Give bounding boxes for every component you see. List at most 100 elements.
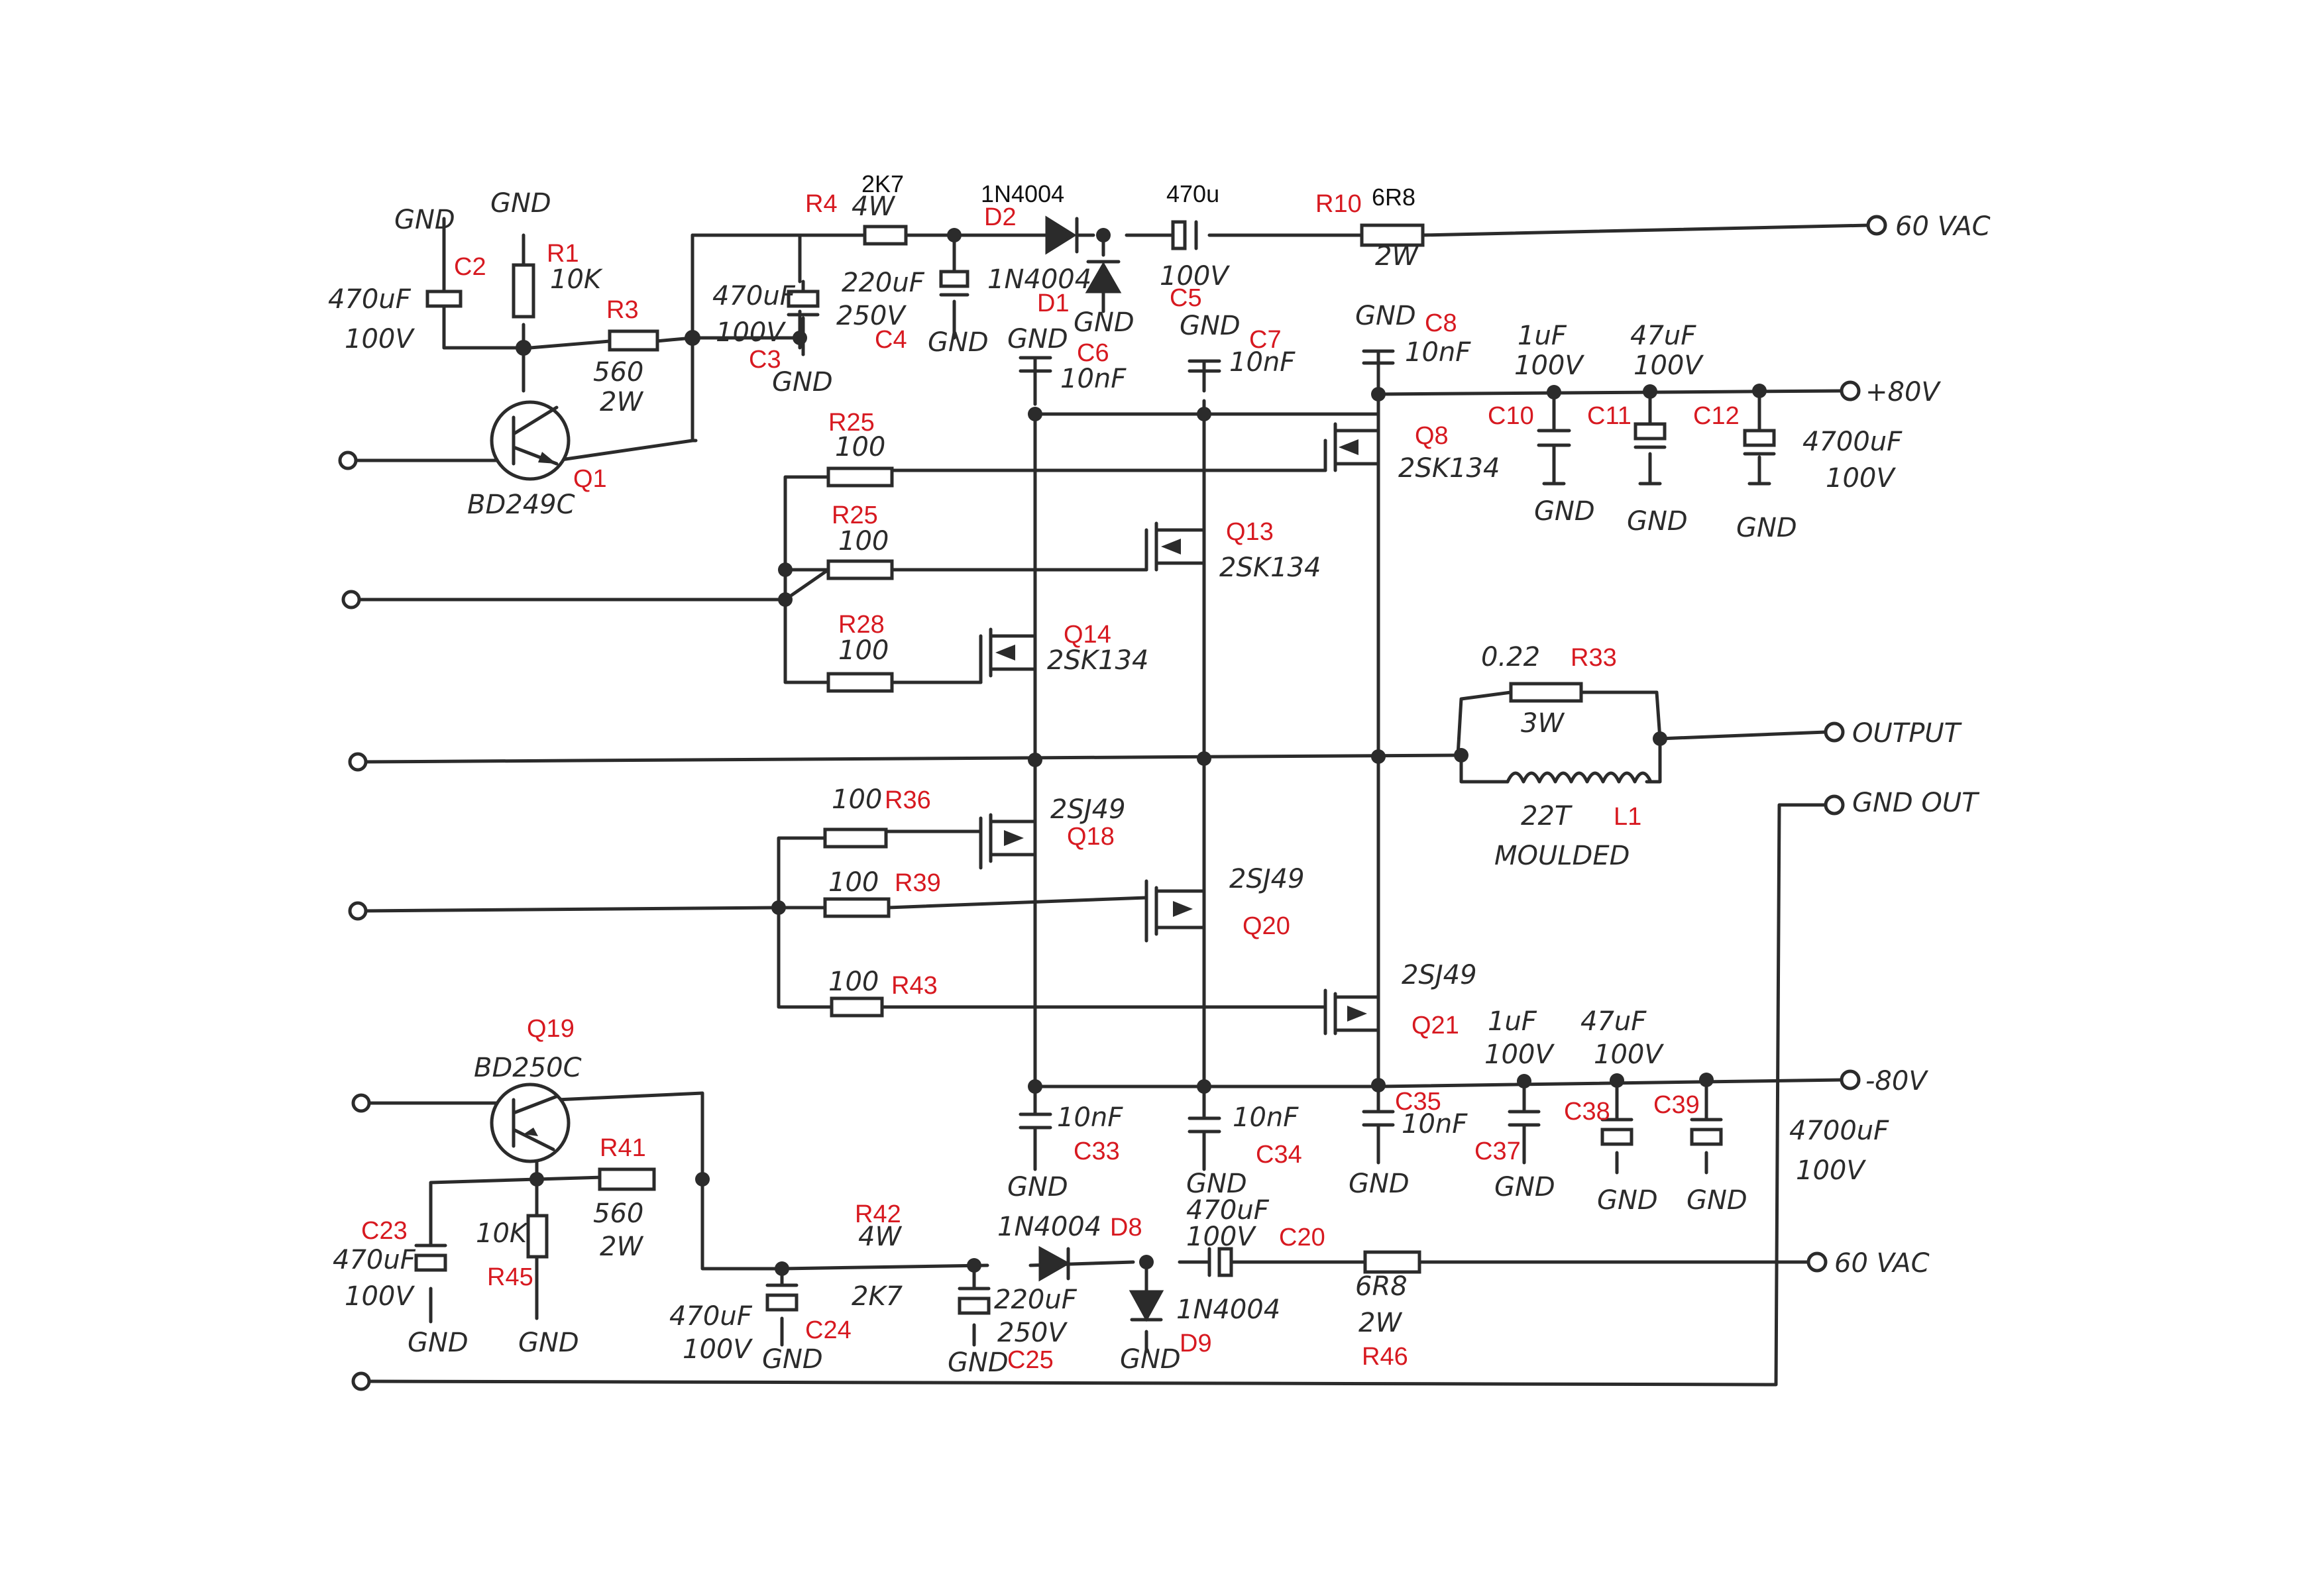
gnd-label-c33: GND [1007, 1172, 1068, 1202]
d2-type: 1N4004 [981, 180, 1064, 207]
r42-watt: 4W [858, 1222, 902, 1252]
c3-value: 470uF [712, 281, 796, 311]
ref-c3: C3 [749, 346, 781, 374]
r28-value: 100 [838, 635, 889, 666]
junction-dots [516, 228, 1767, 1276]
l1-turns: 22T [1521, 801, 1573, 831]
ref-c12: C12 [1693, 402, 1740, 430]
c12-voltage: 100V [1826, 463, 1896, 494]
q18-type: 2SJ49 [1050, 794, 1126, 825]
capacitor-c3 [787, 280, 820, 356]
input-terminals [338, 215, 1887, 1391]
transistors [490, 400, 1380, 1163]
capacitor-c5 [1171, 220, 1198, 250]
capacitor-c20 [1207, 1247, 1233, 1277]
resistor-r28 [826, 672, 894, 693]
r42-value: 2K7 [852, 1281, 903, 1312]
ref-q20: Q20 [1243, 912, 1290, 940]
c7-value: 10nF [1229, 347, 1296, 378]
terminal-60vac-top [1866, 215, 1887, 236]
resistor-r1 [512, 263, 535, 319]
diode-d8 [1038, 1245, 1071, 1282]
r36-value: 100 [832, 784, 882, 815]
gnd-label-c37: GND [1494, 1172, 1555, 1202]
resistor-r43 [830, 996, 884, 1018]
c24-voltage: 100V [683, 1334, 753, 1365]
ref-r36: R36 [885, 786, 931, 814]
typed-labels: 2K7 1N4004 470u 6R8 [861, 170, 1415, 211]
c34-value: 10nF [1233, 1102, 1299, 1133]
q13-type: 2SK134 [1219, 553, 1321, 583]
r4-value: 2K7 [861, 170, 904, 197]
cneg-value: 4700uF [1789, 1116, 1889, 1146]
ref-d1: D1 [1037, 290, 1070, 317]
gnd-label-c23: GND [408, 1328, 469, 1358]
ref-c37: C37 [1474, 1138, 1521, 1165]
capacitor-c2 [425, 250, 463, 350]
gnd-label-c3: GND [772, 367, 833, 397]
capacitor-c25 [958, 1287, 991, 1315]
resistor-r41 [598, 1167, 656, 1191]
transistor-q1 [490, 400, 571, 481]
diode-d2 [1045, 215, 1079, 255]
ref-c7: C7 [1249, 326, 1282, 354]
gnd-label-c39: GND [1687, 1185, 1747, 1216]
c20-voltage: 100V [1186, 1222, 1256, 1252]
ref-c34: C34 [1256, 1141, 1302, 1169]
resistor-r25a [826, 466, 894, 488]
gnd-label-c11: GND [1627, 506, 1688, 537]
diode-d9 [1129, 1290, 1164, 1322]
capacitor-c39 [1690, 1118, 1723, 1146]
diodes [1038, 215, 1164, 1322]
c5-voltage: 100V [1160, 261, 1230, 291]
ref-r25b: R25 [832, 502, 878, 529]
l1-type: MOULDED [1494, 841, 1630, 871]
r45-value: 10K [476, 1218, 529, 1249]
r41-value: 560 [593, 1198, 643, 1229]
c24-value: 470uF [669, 1301, 753, 1332]
c12-value: 4700uF [1802, 427, 1903, 457]
resistor-r39 [823, 897, 891, 918]
gnd-label-c8: GND [1355, 301, 1416, 331]
c2-voltage: 100V [345, 324, 415, 354]
terminal-label-pos80: +80V [1865, 377, 1941, 407]
capacitor-c11 [1633, 422, 1667, 486]
ref-r1: R1 [547, 240, 579, 268]
c10-value: 1uF [1518, 321, 1567, 351]
gnd-label-c34: GND [1186, 1169, 1247, 1199]
capacitor-c24 [765, 1283, 799, 1312]
capacitor-c10 [1537, 429, 1571, 486]
ref-d2: D2 [984, 203, 1017, 231]
r33-watt: 3W [1521, 708, 1565, 739]
c25-value: 220uF [994, 1285, 1078, 1315]
r41-watt: 2W [600, 1232, 643, 1262]
resistor-r10 [1360, 223, 1425, 247]
ref-q8: Q8 [1415, 422, 1449, 450]
terminal-output [1824, 721, 1845, 743]
ref-c25: C25 [1007, 1346, 1054, 1374]
resistor-r45 [526, 1214, 549, 1259]
terminal-left-3 [348, 752, 368, 772]
terminal-neg80 [1840, 1069, 1861, 1090]
ref-c38: C38 [1564, 1098, 1610, 1126]
r43-value: 100 [828, 967, 879, 997]
ref-d8: D8 [1110, 1214, 1142, 1242]
c11-voltage: 100V [1633, 350, 1704, 381]
ref-q18: Q18 [1067, 823, 1115, 851]
ref-r42: R42 [855, 1200, 901, 1228]
c4-value: 220uF [842, 268, 925, 298]
gnd-label-c35: GND [1349, 1169, 1410, 1199]
r46-value: 6R8 [1355, 1271, 1408, 1302]
inductor-l1 [1506, 771, 1653, 784]
r4-watt: 4W [852, 191, 895, 222]
capacitor-c23 [414, 1244, 447, 1272]
ref-q1: Q1 [573, 465, 607, 493]
r33-value: 0.22 [1481, 642, 1540, 672]
reference-designators: C2 R1 R3 Q1 R4 C3 C4 D2 D1 C5 C6 C7 R10 … [361, 190, 1740, 1374]
r3-value: 560 [593, 357, 643, 388]
ref-c11: C11 [1587, 402, 1632, 430]
ref-c39: C39 [1653, 1091, 1700, 1119]
ref-r3: R3 [606, 296, 639, 324]
c37-voltage: 100V [1484, 1039, 1555, 1070]
